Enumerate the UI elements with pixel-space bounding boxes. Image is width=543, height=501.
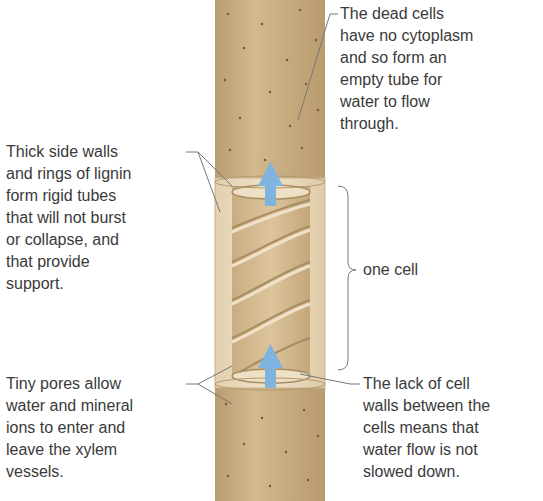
vessel-segment bbox=[215, 0, 325, 182]
callout-text: The lack of cell walls between the cells… bbox=[363, 373, 501, 483]
cell-bracket bbox=[338, 186, 356, 370]
water-flow-arrow bbox=[258, 162, 283, 388]
bracket-label: one cell bbox=[363, 259, 483, 281]
leader-line bbox=[186, 14, 360, 404]
pit-dots bbox=[224, 9, 319, 487]
cutaway-wall bbox=[215, 178, 325, 388]
callout-text: Tiny pores allow water and mineral ions … bbox=[6, 373, 144, 483]
callout-text: The dead cells have no cytoplasm and so … bbox=[340, 3, 478, 135]
callout-text: Thick side walls and rings of lignin for… bbox=[6, 141, 144, 295]
lignin-spiral bbox=[232, 200, 310, 372]
lignin-spiral-highlight bbox=[232, 204, 310, 342]
inner-tube bbox=[232, 186, 310, 378]
vessel-segment bbox=[215, 384, 325, 501]
